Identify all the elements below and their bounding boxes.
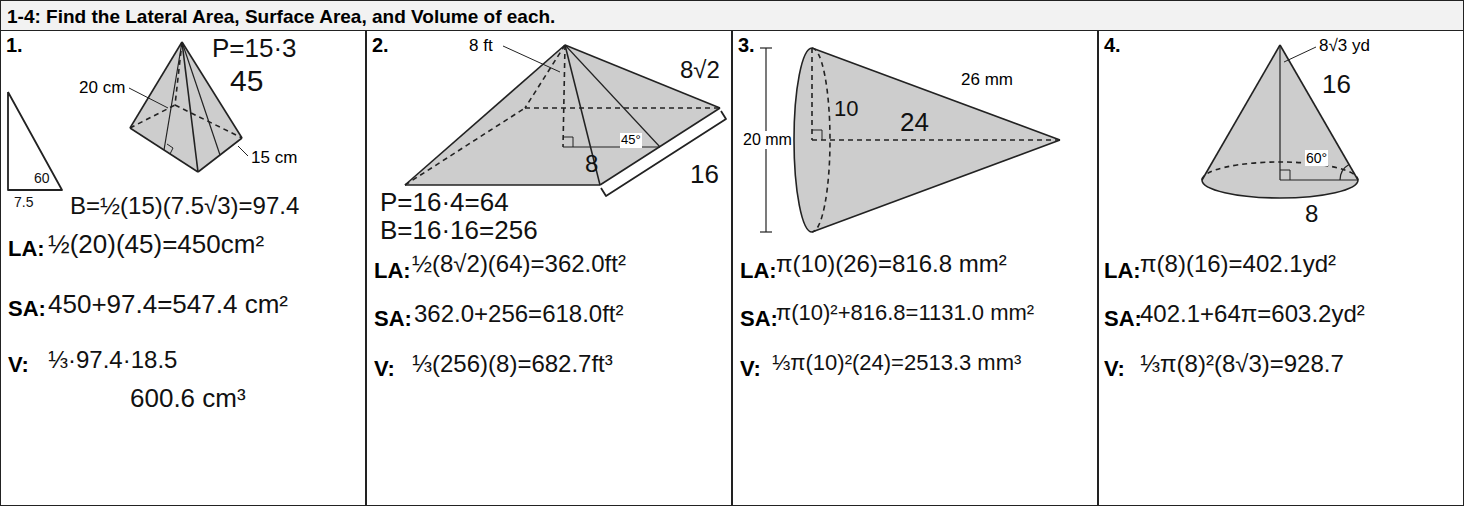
- problem-number: 3.: [738, 34, 755, 57]
- handwritten-work: B=½(15)(7.5√3)=97.4: [70, 192, 299, 220]
- handwritten-work: 8√2: [680, 56, 720, 84]
- handwritten-work: P=15·3: [212, 34, 297, 64]
- prompt-label: LA:: [1104, 258, 1141, 283]
- handwritten-work: π(10)(26)=816.8 mm²: [776, 250, 1007, 278]
- prompt-label: LA:: [374, 258, 411, 283]
- problem-number: 2.: [372, 34, 389, 57]
- cone-face: [1202, 45, 1358, 180]
- problem-cell: 3. 20 mm 26 mm 10 24LA:π(10)(26)=816.8 mm² SA…: [732, 30, 1098, 506]
- problem-number: 4.: [1104, 34, 1121, 57]
- handwritten-work: 362.0+256=618.0ft²: [414, 300, 624, 328]
- handwritten-work: ⅓·97.4·18.5: [48, 346, 177, 374]
- handwritten-work: 60: [34, 170, 50, 186]
- handwritten-work: 16: [1322, 70, 1351, 100]
- handwritten-work: 600.6 cm³: [130, 384, 246, 414]
- handwritten-work: ⅓(256)(8)=682.7ft³: [412, 350, 613, 378]
- dimension-label: 60°: [1305, 150, 1328, 166]
- dimension-label: 45°: [620, 133, 642, 148]
- problem-cell: 1. P=15·345 20 cm 15 cm 607.5 B=½(15)(7.5√3)=…: [0, 30, 366, 506]
- instruction-heading: 1-4: Find the Lateral Area, Surface Area…: [7, 6, 555, 28]
- handwritten-work: 24: [900, 108, 929, 138]
- handwritten-work: π(10)²+816.8=1131.0 mm²: [776, 300, 1034, 325]
- handwritten-work: B=16·16=256: [380, 216, 538, 246]
- handwritten-work: P=16·4=64: [380, 188, 509, 218]
- handwritten-work: 8: [585, 150, 598, 178]
- prompt-label: SA:: [374, 306, 412, 331]
- handwritten-work: ½(20)(45)=450cm²: [48, 230, 264, 260]
- handwritten-work: π(8)(16)=402.1yd²: [1140, 250, 1336, 278]
- problem-number: 1.: [6, 34, 23, 57]
- handwritten-work: ⅓π(10)²(24)=2513.3 mm³: [772, 350, 1021, 375]
- dimension-label: 15 cm: [250, 148, 298, 168]
- prompt-label: V:: [1104, 356, 1125, 381]
- prompt-label: SA:: [8, 296, 46, 321]
- problem-cell: 4. 8√3 yd 16 60° 8LA:π(8)(16)=402.1yd² SA:402…: [1098, 30, 1464, 506]
- dimension-label: 8 ft: [468, 36, 494, 56]
- handwritten-work: 10: [834, 96, 858, 121]
- handwritten-work: 402.1+64π=603.2yd²: [1140, 300, 1365, 328]
- prompt-label: SA:: [740, 306, 778, 331]
- problem-cell: 2. 8 ft 8√2 45° 8 16P=16·4=64B=16·16=256LA:½(…: [366, 30, 732, 506]
- prompt-label: LA:: [8, 236, 45, 261]
- handwritten-work: 8: [1305, 200, 1318, 228]
- prompt-label: SA:: [1104, 306, 1142, 331]
- handwritten-work: 16: [690, 160, 719, 190]
- dimension-label: 20 cm: [78, 78, 126, 98]
- dimension-label: 26 mm: [960, 70, 1014, 90]
- prompt-label: V:: [8, 352, 29, 377]
- prompt-label: V:: [740, 356, 761, 381]
- prompt-label: LA:: [740, 258, 777, 283]
- dimension-label: 20 mm: [742, 131, 793, 149]
- handwritten-work: 45: [230, 64, 263, 99]
- instruction-band: 1-4: Find the Lateral Area, Surface Area…: [0, 0, 1464, 31]
- pyramid-face: [405, 45, 720, 185]
- handwritten-work: ⅓π(8)²(8√3)=928.7: [1140, 350, 1344, 378]
- prompt-label: V:: [374, 356, 395, 381]
- dimension-label: 8√3 yd: [1318, 36, 1371, 56]
- handwritten-work: 450+97.4=547.4 cm²: [48, 290, 288, 320]
- handwritten-work: 7.5: [14, 194, 33, 210]
- handwritten-work: ½(8√2)(64)=362.0ft²: [412, 250, 626, 278]
